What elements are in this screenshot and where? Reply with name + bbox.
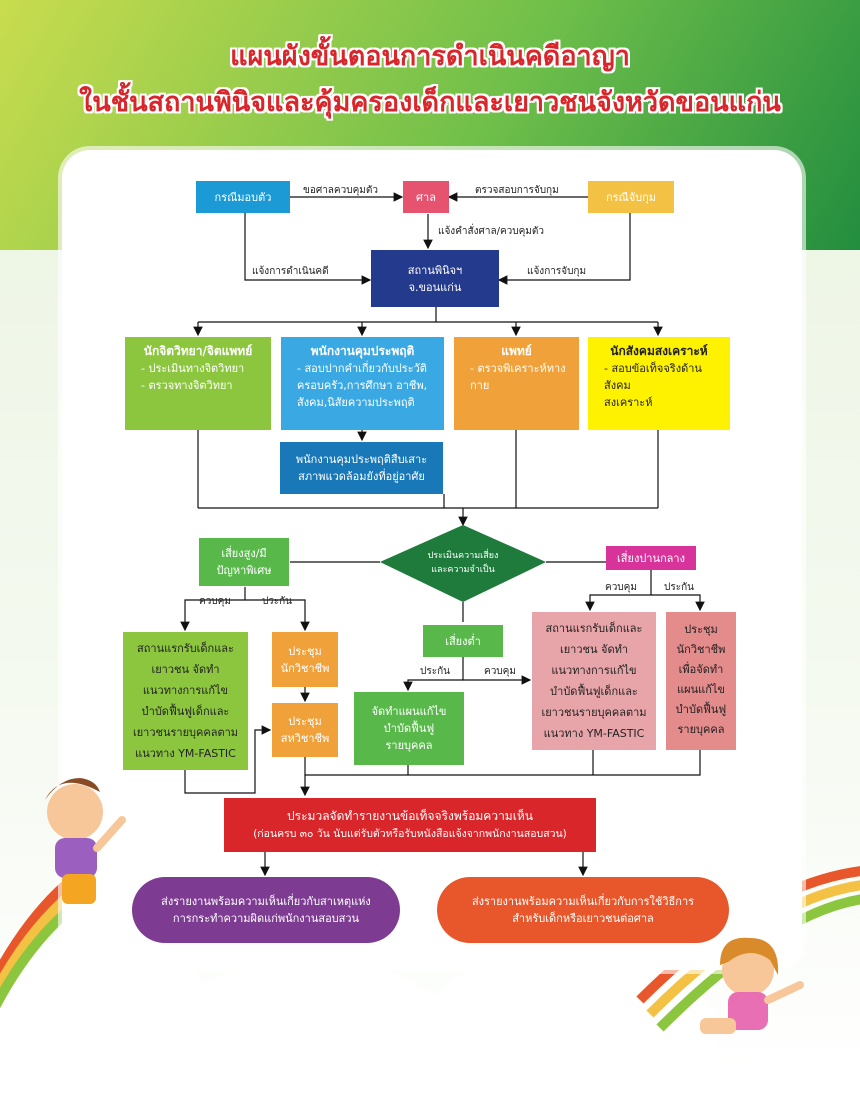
psychologist-title: นักจิตวิทยา/จิตแพทย์ [143, 344, 253, 358]
observation-center-box: สถานพินิจฯ จ.ขอนแก่น [371, 250, 499, 307]
doctor-item: - ตรวจพิเคราะห์ทาง [470, 362, 566, 375]
reception-high-box: สถานแรกรับเด็กและ เยาวชน จัดทำ แนวทางการ… [123, 632, 248, 770]
low-risk-plan-box: จัดทำแผนแก้ไข บำบัดฟื้นฟู รายบุคคล [354, 692, 464, 765]
output-investigator-line: ส่งรายงานพร้อมความเห็นเกี่ยวกับสาเหตุแห่… [161, 895, 371, 908]
output-court-box: ส่งรายงานพร้อมความเห็นเกี่ยวกับการใช้วิธ… [437, 877, 729, 943]
reception-medium-box: สถานแรกรับเด็กและ เยาวชน จัดทำ แนวทางการ… [532, 612, 656, 750]
notify-case-label: แจ้งการดำเนินคดี [252, 266, 329, 277]
low-risk-plan-line: รายบุคคล [385, 739, 433, 752]
reception-medium-line: แนวทาง YM-FASTIC [543, 727, 645, 740]
high-custody-label: ควบคุม [199, 596, 231, 607]
child-girl-illustration [700, 937, 804, 1034]
reception-high-line: แนวทาง YM-FASTIC [135, 747, 236, 760]
meeting-medium-box: ประชุม นักวิชาชีพ เพื่อจัดทำ แผนแก้ไข บำ… [666, 612, 736, 750]
observation-center-line2: จ.ขอนแก่น [408, 280, 462, 294]
output-court-line: สำหรับเด็กหรือเยาวชนต่อศาล [512, 912, 654, 925]
surrender-case-label: กรณีมอบตัว [214, 190, 272, 204]
probation-officer-box: พนักงานคุมประพฤติ - สอบปากคำเกี่ยวกับประ… [281, 337, 444, 430]
medium-risk-label: เสี่ยงปานกลาง [617, 551, 685, 565]
high-risk-box: เสี่ยงสูง/มี ปัญหาพิเศษ [199, 538, 289, 586]
reception-medium-line: แนวทางการแก้ไข [551, 664, 637, 677]
social-worker-item: - สอบข้อเท็จจริงด้านสังคม [604, 362, 702, 392]
meeting-pro-line: ประชุม [288, 644, 322, 658]
reception-high-line: สถานแรกรับเด็กและ [137, 642, 234, 655]
meeting-medium-line: รายบุคคล [677, 723, 725, 736]
high-bail-label: ประกัน [262, 596, 292, 607]
page-title-line2: ในชั้นสถานพินิจและคุ้มครองเด็กและเยาวชนจ… [79, 87, 781, 118]
probation-officer-item: - สอบปากคำเกี่ยวกับประวัติ [297, 362, 427, 375]
report-box: ประมวลจัดทำรายงานข้อเท็จจริงพร้อมความเห็… [224, 798, 596, 852]
output-investigator-line: การกระทำความผิดแก่พนักงานสอบสวน [172, 912, 360, 925]
psychologist-box: นักจิตวิทยา/จิตแพทย์ - ประเมินทางจิตวิทย… [125, 337, 271, 430]
notify-arrest-label: แจ้งการจับกุม [527, 266, 587, 277]
observation-center-line1: สถานพินิจฯ [407, 263, 463, 277]
doctor-box: แพทย์ - ตรวจพิเคราะห์ทาง กาย [454, 337, 579, 430]
meeting-medium-line: ประชุม [684, 623, 718, 636]
meeting-medium-line: แผนแก้ไข [677, 683, 725, 696]
social-worker-title: นักสังคมสงเคราะห์ [610, 344, 708, 358]
probation-visit-line: พนักงานคุมประพฤติสืบเสาะ [295, 453, 428, 466]
output-investigator-box: ส่งรายงานพร้อมความเห็นเกี่ยวกับสาเหตุแห่… [132, 877, 400, 943]
social-worker-item: สงเคราะห์ [604, 396, 653, 409]
probation-officer-item: ครอบครัว,การศึกษา อาชีพ, [297, 379, 428, 392]
risk-assessment-line: ประเมินความเสี่ยง [427, 551, 499, 561]
request-custody-label: ขอศาลควบคุมตัว [303, 185, 378, 196]
high-risk-line: เสี่ยงสูง/มี [221, 547, 267, 560]
social-worker-box: นักสังคมสงเคราะห์ - สอบข้อเท็จจริงด้านสั… [588, 337, 730, 430]
doctor-title: แพทย์ [501, 344, 532, 358]
output-court-line: ส่งรายงานพร้อมความเห็นเกี่ยวกับการใช้วิธ… [471, 895, 695, 908]
high-risk-line: ปัญหาพิเศษ [216, 564, 272, 577]
court-order-label: แจ้งคำสั่งศาล/ควบคุมตัว [438, 226, 544, 237]
reception-medium-line: เยาวชนรายบุคคลตาม [541, 706, 647, 719]
low-bail-label: ประกัน [420, 666, 450, 677]
meeting-medium-line: เพื่อจัดทำ [678, 663, 724, 676]
meeting-multi-line: สหวิชาชีพ [280, 732, 330, 745]
doctor-item: กาย [470, 379, 490, 392]
risk-assessment-line: และความจำเป็น [431, 565, 495, 575]
low-risk-label: เสี่ยงต่ำ [445, 634, 481, 648]
meeting-medium-line: นักวิชาชีพ [676, 643, 726, 656]
medium-bail-label: ประกัน [664, 582, 694, 593]
probation-officer-title: พนักงานคุมประพฤติ [310, 344, 415, 358]
check-arrest-label: ตรวจสอบการจับกุม [475, 185, 559, 196]
meeting-pro-line: นักวิชาชีพ [280, 661, 330, 675]
report-line1: ประมวลจัดทำรายงานข้อเท็จจริงพร้อมความเห็… [287, 809, 533, 823]
meeting-multi-box: ประชุม สหวิชาชีพ [272, 703, 338, 757]
probation-officer-item: สังคม,นิสัยความประพฤติ [297, 396, 415, 409]
reception-medium-line: สถานแรกรับเด็กและ [545, 622, 643, 635]
reception-high-line: เยาวชนรายบุคคลตาม [132, 726, 239, 739]
reception-high-line: แนวทางการแก้ไข [142, 684, 229, 697]
report-line2: (ก่อนครบ ๓๐ วัน นับแต่รับตัวหรือรับหนังส… [253, 828, 567, 840]
low-risk-plan-line: จัดทำแผนแก้ไข [371, 705, 447, 718]
reception-high-line: เยาวชน จัดทำ [151, 663, 220, 676]
meeting-multi-line: ประชุม [288, 715, 322, 728]
court-box: ศาล [403, 181, 449, 213]
reception-medium-line: เยาวชน จัดทำ [559, 643, 629, 656]
psychologist-item: - ประเมินทางจิตวิทยา [141, 362, 245, 375]
meeting-medium-line: บำบัดฟื้นฟู [675, 703, 727, 716]
court-label: ศาล [416, 190, 436, 204]
probation-visit-box: พนักงานคุมประพฤติสืบเสาะ สภาพแวดล้อมยังท… [280, 442, 443, 494]
low-risk-box: เสี่ยงต่ำ [423, 625, 503, 657]
low-custody-label: ควบคุม [484, 666, 516, 677]
low-risk-plan-line: บำบัดฟื้นฟู [383, 722, 435, 735]
reception-high-line: บำบัดฟื้นฟูเด็กและ [141, 705, 230, 718]
page-title-line1: แผนผังขั้นตอนการดำเนินคดีอาญา [230, 41, 630, 72]
probation-visit-line: สภาพแวดล้อมยังที่อยู่อาศัย [298, 470, 425, 483]
medium-custody-label: ควบคุม [605, 582, 637, 593]
connector-lines [180, 192, 705, 877]
arrest-case-label: กรณีจับกุม [605, 190, 657, 204]
medium-risk-box: เสี่ยงปานกลาง [606, 546, 696, 570]
surrender-case-box: กรณีมอบตัว [196, 181, 290, 213]
psychologist-item: - ตรวจทางจิตวิทยา [141, 379, 233, 392]
meeting-pro-box: ประชุม นักวิชาชีพ [272, 632, 338, 687]
child-boy-illustration [45, 778, 126, 904]
arrest-case-box: กรณีจับกุม [588, 181, 674, 213]
reception-medium-line: บำบัดฟื้นฟูเด็กและ [550, 685, 638, 698]
risk-assessment-diamond: ประเมินความเสี่ยง และความจำเป็น [410, 546, 516, 580]
